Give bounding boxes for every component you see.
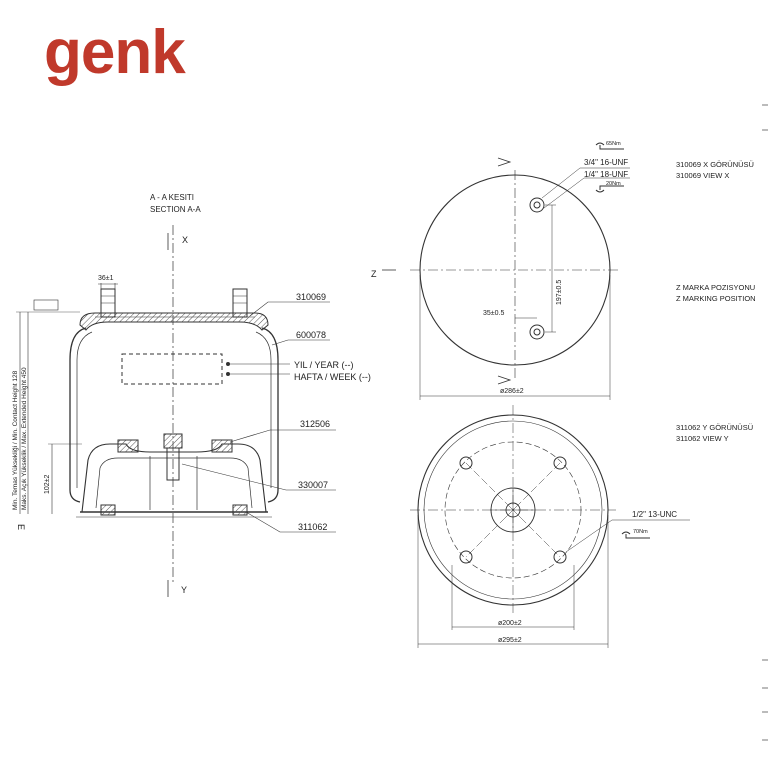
- center-bolt: [163, 433, 183, 449]
- bolt-hole-2: [553, 456, 567, 470]
- height-label-2: Maks. Açık Yükseklik / Max. Extended Hei…: [21, 367, 28, 510]
- view-x-title-tr: 310069 X GÖRÜNÜSÜ: [676, 160, 754, 169]
- thread-1-4-18unf: 1/4" 18-UNF: [584, 170, 628, 179]
- stud-hole-upper: [529, 197, 545, 213]
- piston-outline: [81, 443, 267, 513]
- part-312506: 312506: [300, 419, 330, 429]
- bolt-hole-3: [459, 550, 473, 564]
- sheet-edge-ticks: [762, 104, 768, 741]
- section-axis-y: Y: [181, 585, 187, 595]
- wrench-icon-65nm: [595, 142, 624, 150]
- dim-102: 102±2: [44, 474, 51, 494]
- thread-3-4-16unf: 3/4" 16-UNF: [584, 158, 628, 167]
- dim-35: 35±0.5: [483, 310, 504, 317]
- top-view: Z 197±0.5 35±0.5 ø286±2 3/4" 16: [371, 141, 630, 400]
- height-symbol: [33, 299, 59, 311]
- wrench-icon-20nm: [595, 185, 624, 193]
- part-330007: 330007: [298, 480, 328, 490]
- section-axis-e: E: [16, 524, 26, 530]
- dim-200: ø200±2: [498, 620, 522, 627]
- piston-bead-right: [211, 439, 233, 453]
- view-x-title-en: 310069 VIEW X: [676, 171, 729, 180]
- torque-65nm: 65Nm: [606, 141, 621, 147]
- bolt-hole-1: [459, 456, 473, 470]
- dim-286: ø286±2: [500, 388, 524, 395]
- stud-hole-lower: [529, 324, 545, 340]
- bellow-outline: [69, 327, 87, 503]
- part-311062: 311062: [298, 522, 327, 532]
- torque-70nm: 70Nm: [633, 529, 648, 535]
- marking-position-tr: Z MARKA POZISYONU: [676, 283, 755, 292]
- view-y-title-tr: 311062 Y GÖRÜNÜSÜ: [676, 423, 753, 432]
- section-title-tr: A - A KESITI: [150, 193, 194, 202]
- part-600078: 600078: [296, 330, 326, 340]
- section-title-en: SECTION A-A: [150, 205, 201, 214]
- piston-bead-left: [117, 439, 139, 453]
- dim-36: 36±1: [98, 275, 114, 282]
- thread-1-2-13unc: 1/2" 13-UNC: [632, 510, 677, 519]
- section-axis-x: X: [182, 235, 188, 245]
- top-plate: [79, 312, 269, 331]
- bolt-hole-4: [553, 550, 567, 564]
- dim-197: 197±0.5: [556, 280, 563, 305]
- torque-20nm: 20Nm: [606, 181, 621, 187]
- genk-logo: genk: [44, 18, 186, 87]
- part-310069: 310069: [296, 292, 326, 302]
- marking-position-en: Z MARKING POSITION: [676, 294, 756, 303]
- height-label-1: Min. Temas Yüksekliği / Min. Contact Hei…: [12, 370, 19, 510]
- dim-295: ø295±2: [498, 637, 522, 644]
- mark-year: YIL / YEAR (--): [294, 360, 354, 370]
- year-week-marking-box: [121, 353, 223, 385]
- wrench-icon-70nm: [621, 531, 650, 539]
- mark-week: HAFTA / WEEK (--): [294, 372, 371, 382]
- section-view: A - A KESITI SECTION A-A X Y E: [12, 193, 371, 597]
- top-axis-z: Z: [371, 269, 377, 279]
- view-y-title-en: 311062 VIEW Y: [676, 434, 729, 443]
- bottom-view: ø200±2 ø295±2 1/2" 13-UNC 70Nm: [410, 405, 690, 648]
